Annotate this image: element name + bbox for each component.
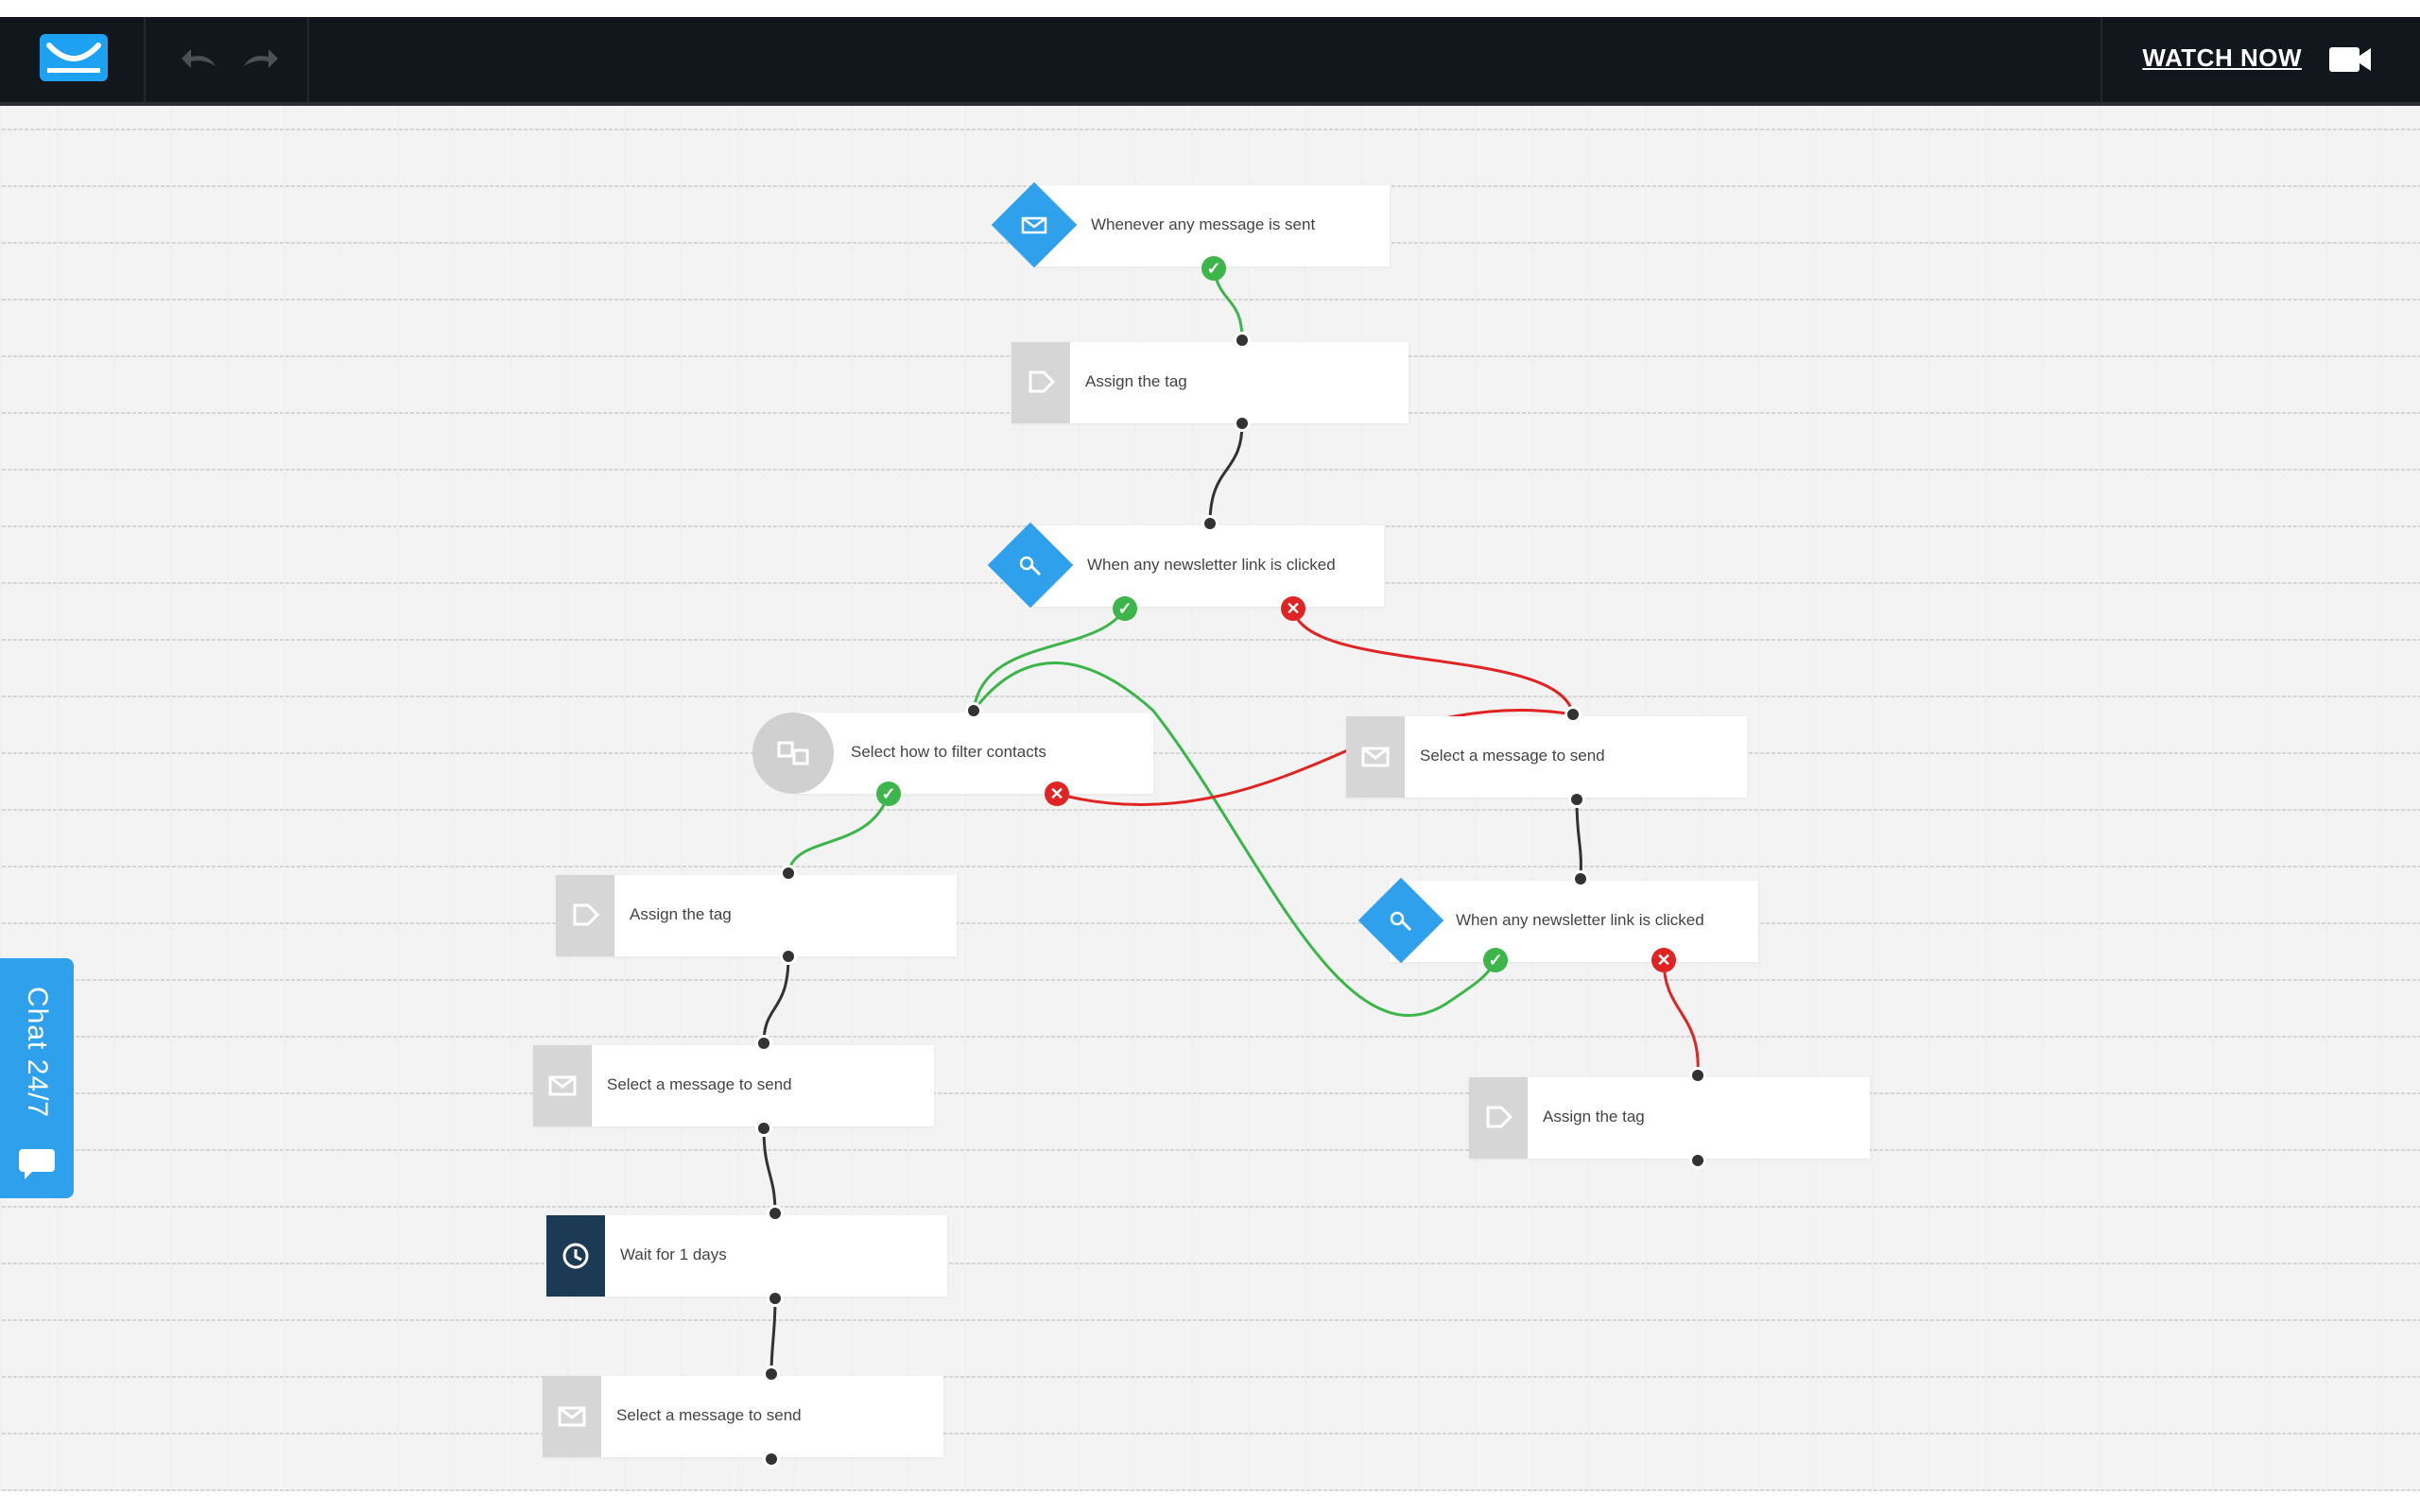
link-click-icon[interactable] <box>987 522 1074 609</box>
trigger-node-link-clicked[interactable]: When any newsletter link is clicked <box>1030 525 1384 607</box>
input-port[interactable] <box>1201 515 1219 532</box>
toolbar-divider <box>307 17 309 102</box>
input-port[interactable] <box>1234 332 1251 349</box>
wire-n4-n5 <box>1056 709 1574 807</box>
watch-now-link[interactable]: WATCH NOW <box>2142 43 2302 72</box>
node-label: Whenever any message is sent <box>1091 215 1316 233</box>
node-label: Assign the tag <box>630 905 732 923</box>
top-toolbar: WATCH NOW <box>0 17 2420 106</box>
trigger-node-link-clicked[interactable]: When any newsletter link is clicked <box>1390 881 1758 962</box>
link-click-icon[interactable] <box>1357 877 1444 964</box>
node-label: Assign the tag <box>1085 372 1187 390</box>
tag-icon <box>1011 342 1070 423</box>
action-node-assign-tag[interactable]: Assign the tag <box>1011 342 1409 423</box>
node-label: Assign the tag <box>1543 1108 1645 1125</box>
output-port[interactable] <box>755 1120 772 1137</box>
input-port[interactable] <box>755 1035 772 1052</box>
chat-24-7-tab[interactable]: Chat 24/7 <box>0 958 74 1198</box>
output-port[interactable] <box>780 948 797 965</box>
input-port[interactable] <box>1572 870 1589 887</box>
yes-badge[interactable]: ✓ <box>1113 596 1137 621</box>
wire-n3-n5 <box>1291 608 1575 715</box>
output-port[interactable] <box>763 1451 780 1468</box>
toolbar-divider <box>144 17 146 102</box>
no-badge[interactable]: ✕ <box>1651 948 1676 972</box>
wire-n7-n9 <box>762 955 790 1044</box>
wait-node[interactable]: Wait for 1 days <box>546 1215 947 1297</box>
connection-wires <box>762 267 1700 1375</box>
video-camera-icon[interactable] <box>2327 42 2373 77</box>
yes-badge[interactable]: ✓ <box>1483 948 1508 972</box>
input-port[interactable] <box>965 702 982 719</box>
output-port[interactable] <box>1568 791 1585 808</box>
clock-icon <box>546 1215 605 1297</box>
node-label: Select how to filter contacts <box>851 743 1046 761</box>
action-node-assign-tag[interactable]: Assign the tag <box>1469 1077 1870 1159</box>
input-port[interactable] <box>767 1205 784 1222</box>
toolbar-divider <box>2100 17 2102 102</box>
envelope-icon <box>533 1045 592 1126</box>
wire-n4-n7 <box>786 793 890 874</box>
no-badge[interactable]: ✕ <box>1045 782 1069 806</box>
node-label: When any newsletter link is clicked <box>1456 911 1704 929</box>
wire-n2-n3 <box>1208 422 1244 524</box>
tag-icon <box>1469 1077 1528 1159</box>
node-label: Select a message to send <box>607 1075 792 1093</box>
input-port[interactable] <box>763 1366 780 1383</box>
message-sent-icon[interactable] <box>991 181 1078 268</box>
trigger-node-message-sent[interactable]: Whenever any message is sent <box>1034 185 1390 266</box>
getresponse-logo-icon[interactable] <box>40 34 108 81</box>
input-port[interactable] <box>1689 1067 1706 1084</box>
output-port[interactable] <box>1234 415 1251 432</box>
yes-badge[interactable]: ✓ <box>1201 256 1226 281</box>
envelope-icon <box>543 1376 601 1457</box>
redo-icon[interactable] <box>238 45 280 74</box>
node-label: Select a message to send <box>1420 747 1605 765</box>
undo-icon[interactable] <box>180 45 221 74</box>
chat-label: Chat 24/7 <box>22 987 53 1119</box>
action-node-select-message[interactable]: Select a message to send <box>1346 716 1747 798</box>
output-port[interactable] <box>1689 1152 1706 1169</box>
wire-n9-n10 <box>762 1127 777 1214</box>
wire-n10-n11 <box>769 1297 777 1375</box>
filter-icon[interactable] <box>752 713 834 794</box>
yes-badge[interactable]: ✓ <box>876 782 901 806</box>
wire-n4-n6 <box>972 662 1497 1018</box>
action-node-select-message[interactable]: Select a message to send <box>533 1045 934 1126</box>
wire-n5-n6 <box>1575 799 1582 880</box>
wire-n3-n4 <box>972 608 1127 712</box>
wire-n6-n8 <box>1662 959 1700 1076</box>
envelope-icon <box>1346 716 1405 798</box>
action-node-assign-tag[interactable]: Assign the tag <box>556 875 957 956</box>
workflow-canvas[interactable]: Whenever any message is sent ✓ Assign th… <box>0 106 2420 1491</box>
input-port[interactable] <box>1564 706 1582 723</box>
no-badge[interactable]: ✕ <box>1281 596 1305 621</box>
filter-node[interactable]: Select how to filter contacts <box>796 713 1153 794</box>
node-label: When any newsletter link is clicked <box>1087 556 1336 574</box>
action-node-select-message[interactable]: Select a message to send <box>543 1376 943 1457</box>
node-label: Wait for 1 days <box>620 1246 727 1263</box>
chat-bubble-icon <box>19 1149 55 1179</box>
input-port[interactable] <box>780 865 797 882</box>
tag-icon <box>556 875 614 956</box>
output-port[interactable] <box>767 1290 784 1307</box>
node-label: Select a message to send <box>616 1406 802 1424</box>
